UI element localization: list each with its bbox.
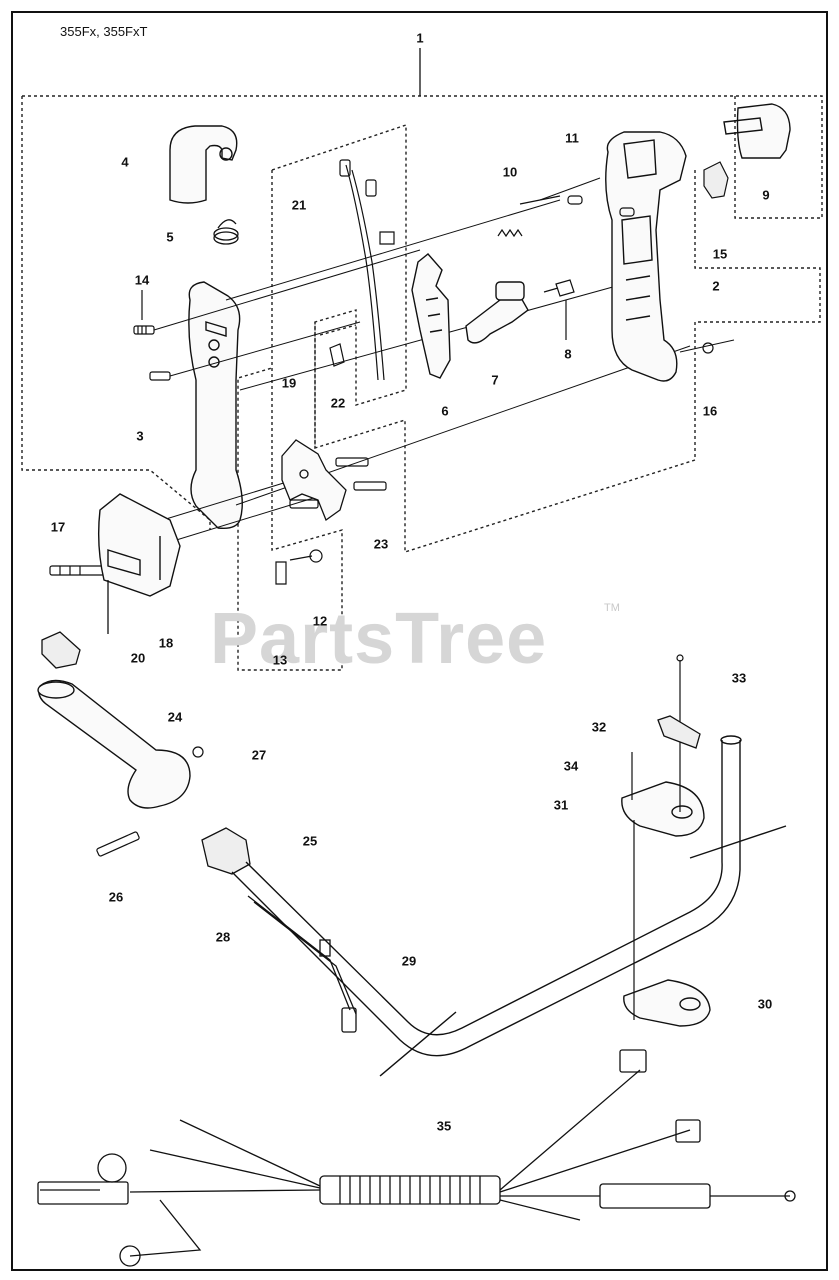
callout-18[interactable]: 18	[158, 635, 174, 651]
callout-14[interactable]: 14	[134, 272, 150, 288]
assembly-outline-main	[21, 96, 211, 530]
callout-24[interactable]: 24	[167, 709, 183, 725]
part-30-base	[623, 979, 711, 1027]
part-35-harness	[37, 1049, 796, 1267]
callout-22[interactable]: 22	[330, 395, 346, 411]
watermark-text: PartsTree	[210, 599, 548, 679]
part-31-bracket	[621, 781, 705, 837]
callout-28[interactable]: 28	[215, 929, 231, 945]
part-10-spring	[497, 228, 523, 238]
part-29-bar	[231, 735, 787, 1077]
callout-25[interactable]: 25	[302, 833, 318, 849]
callout-33[interactable]: 33	[731, 670, 747, 686]
diagram-border	[11, 11, 828, 1271]
callout-27[interactable]: 27	[251, 747, 267, 763]
part-10-pins	[519, 195, 635, 217]
part-7-lockout	[465, 281, 529, 344]
callout-9[interactable]: 9	[762, 187, 770, 203]
part-24-grip	[37, 679, 191, 809]
callout-3[interactable]: 3	[136, 428, 144, 444]
model-title: 355Fx, 355FxT	[60, 24, 148, 39]
group-outline-21b	[237, 170, 343, 671]
part-2-handle-right	[605, 131, 687, 382]
callout-34[interactable]: 34	[563, 758, 579, 774]
callout-31[interactable]: 31	[553, 797, 569, 813]
callout-13[interactable]: 13	[272, 652, 288, 668]
part-16-nut	[702, 342, 714, 354]
group-outline-22	[319, 324, 357, 336]
trademark-mark: TM	[604, 602, 620, 614]
callout-2[interactable]: 2	[712, 278, 720, 294]
callout-23[interactable]: 23	[373, 536, 389, 552]
callout-30[interactable]: 30	[757, 996, 773, 1012]
callout-20[interactable]: 20	[130, 650, 146, 666]
callout-17[interactable]: 17	[50, 519, 66, 535]
part-8-pin	[543, 279, 575, 340]
callout-4[interactable]: 4	[121, 154, 129, 170]
assembly-outline-2	[314, 170, 821, 553]
part-32-plate	[657, 715, 701, 749]
callout-15[interactable]: 15	[712, 246, 728, 262]
part-3-handle-left	[188, 281, 243, 530]
part-33-bolt	[631, 654, 684, 1020]
callout-11[interactable]: 11	[565, 130, 579, 146]
callout-16[interactable]: 16	[702, 403, 718, 419]
part-14-screw	[133, 290, 171, 381]
part-9-cover	[723, 103, 791, 159]
part-19-bolts	[289, 457, 387, 509]
part-6-trigger	[411, 253, 451, 379]
part-15-switch	[703, 161, 729, 199]
callout-8[interactable]: 8	[564, 346, 572, 362]
part-21-wire	[339, 159, 395, 381]
callout-32[interactable]: 32	[591, 719, 607, 735]
callout-26[interactable]: 26	[108, 889, 124, 905]
callout-10[interactable]: 10	[502, 164, 518, 180]
assembly-outline-1	[22, 95, 823, 219]
part-18-housing	[97, 493, 181, 597]
callout-7[interactable]: 7	[491, 372, 499, 388]
part-4-cap	[169, 125, 238, 204]
callout-5[interactable]: 5	[166, 229, 174, 245]
callout-21[interactable]: 21	[291, 197, 307, 213]
callout-6[interactable]: 6	[441, 403, 449, 419]
part-25-clamp	[201, 827, 251, 875]
part-13-clip	[275, 549, 323, 585]
callout-19[interactable]: 19	[281, 375, 297, 391]
callout-1[interactable]: 1	[416, 30, 424, 46]
part-5-clip	[213, 219, 239, 245]
group-outline-21	[271, 124, 407, 448]
part-26-screw	[96, 831, 140, 857]
part-20-switch	[41, 580, 109, 669]
part-27-nut	[192, 746, 204, 758]
part-19-lever	[281, 439, 347, 522]
callout-29[interactable]: 29	[401, 953, 417, 969]
callout-35[interactable]: 35	[436, 1118, 452, 1134]
callout-12[interactable]: 12	[312, 613, 328, 629]
part-22-terminal	[329, 343, 345, 367]
